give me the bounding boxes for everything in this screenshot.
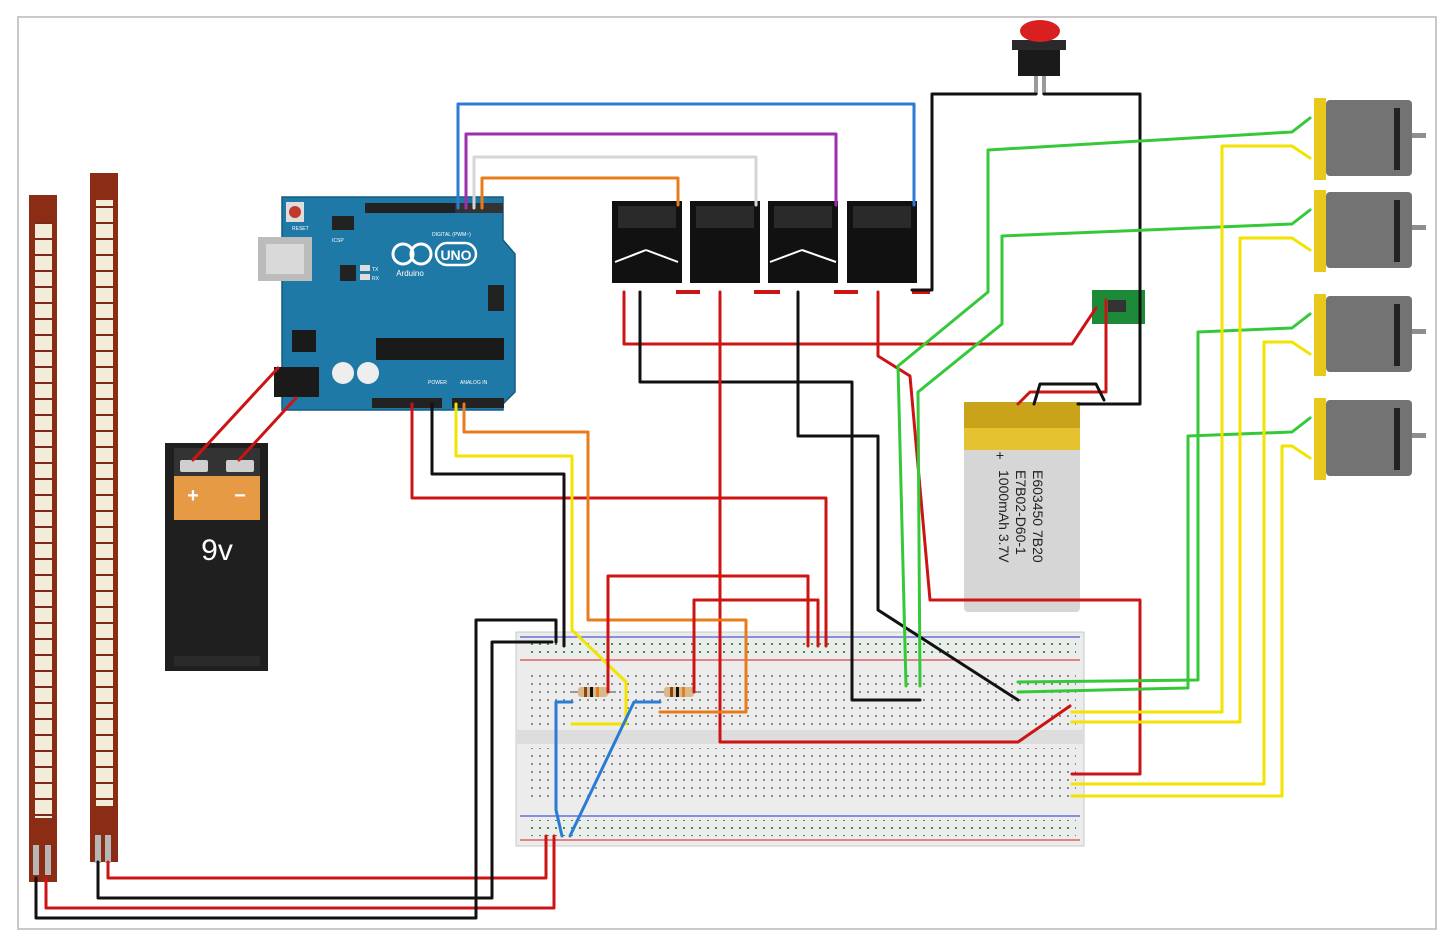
wire-green-motor1 (896, 116, 1312, 688)
wire-red-9v-negative (237, 396, 298, 462)
wire-black-flex2-ground (96, 640, 554, 900)
wire-orange-arduino-a1 (462, 402, 748, 714)
lipo-plus-label: + (996, 447, 1004, 463)
arduino-digital-label: DIGITAL (PWM~) (432, 232, 471, 238)
wire-green-motor2 (916, 208, 1312, 688)
wire-green-motor3 (1016, 312, 1312, 684)
wire-red-arduino-5v (410, 402, 828, 648)
wire-black-flex1-ground (34, 618, 558, 920)
wire-purple-arduino-relay3 (464, 132, 838, 210)
resistor-1 (570, 687, 616, 697)
lipo-label-line2: E7B02-D60-1 (1013, 470, 1029, 555)
dc-motor-3 (1314, 294, 1426, 376)
battery-9v (165, 443, 268, 671)
wire-black-button-relay (910, 92, 1038, 292)
wire-blue-jumper-2 (568, 700, 662, 838)
dc-motor-1 (1314, 98, 1426, 180)
arduino-brand-text: Arduino (396, 269, 424, 278)
wire-white-arduino-relay2 (472, 155, 758, 210)
relay-4 (847, 201, 917, 283)
wire-red-relay2-breadboard (718, 290, 1072, 744)
breadboard (515, 631, 1085, 847)
wire-red-flex1-power (44, 834, 556, 910)
arduino-icsp-label: ICSP (332, 238, 344, 244)
push-button (1012, 20, 1066, 94)
wire-black-lipo-lead (1032, 382, 1106, 406)
battery-plus-label: + (187, 485, 199, 507)
wire-black-arduino-gnd (430, 402, 566, 648)
dc-motor-4 (1314, 398, 1426, 480)
battery-minus-label: − (234, 485, 246, 507)
wire-yellow-motor1 (1070, 144, 1312, 714)
wire-yellow-motor4 (1070, 444, 1312, 798)
wire-red-9v-positive (191, 366, 280, 462)
resistor-2 (656, 687, 700, 697)
lipo-label-line1: E603450 7B20 (1030, 470, 1046, 563)
wire-red-relay1-charger (622, 290, 1098, 346)
wire-yellow-motor3 (1070, 340, 1312, 786)
wire-black-relay3-breadboard (796, 290, 1020, 702)
arduino-uno-board (258, 196, 516, 411)
battery-voltage-label: 9v (201, 534, 233, 567)
wire-blue-arduino-relay4 (456, 102, 916, 210)
dc-motor-2 (1314, 190, 1426, 272)
wire-red-jumper-1 (606, 574, 810, 694)
wire-black-button-charger (1042, 92, 1142, 406)
charger-module (1092, 290, 1145, 324)
wire-green-motor4 (1016, 416, 1312, 694)
wire-yellow-motor2 (1070, 236, 1312, 724)
wire-red-relay4-breadboard (876, 290, 1142, 776)
arduino-rx-label: RX (372, 276, 380, 282)
lipo-battery (964, 402, 1080, 612)
wire-orange-arduino-relay1 (480, 176, 680, 210)
arduino-analog-label: ANALOG IN (460, 380, 488, 386)
lipo-label-line3: 1000mAh 3.7V (996, 470, 1012, 563)
wire-yellow-arduino-a0 (454, 402, 628, 726)
wire-red-charger-lipo (1016, 298, 1108, 406)
relay-3 (768, 201, 838, 283)
relay-2 (690, 201, 760, 283)
arduino-reset-label: RESET (292, 226, 309, 232)
arduino-power-label: POWER (428, 380, 447, 386)
flex-sensor-right (90, 173, 118, 863)
arduino-tx-label: TX (372, 267, 379, 273)
relay-1 (612, 201, 682, 283)
arduino-logo-text: UNO (440, 247, 471, 263)
wire-blue-jumper-1 (554, 700, 574, 838)
wire-red-flex2-power (106, 834, 548, 880)
wire-red-jumper-2 (692, 598, 820, 694)
wire-black-relay1-breadboard (638, 290, 922, 702)
flex-sensor-left (29, 195, 57, 882)
